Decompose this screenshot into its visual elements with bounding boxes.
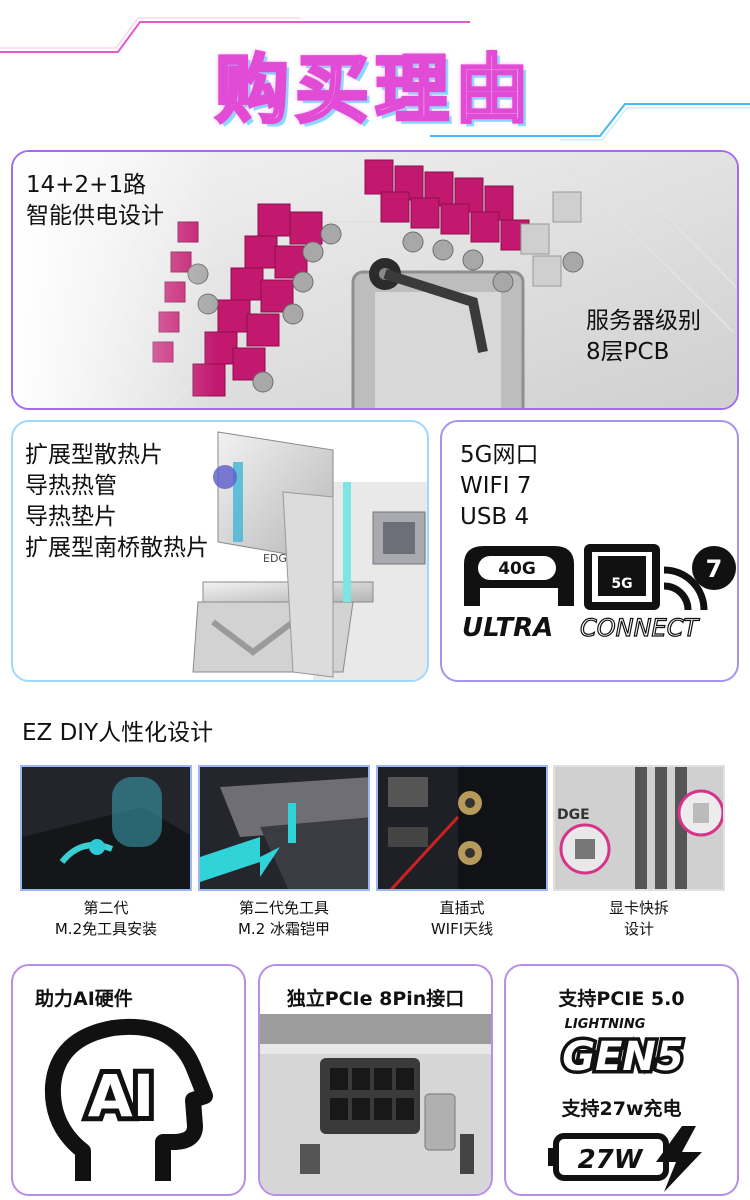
ultra-connect-logo: 40G 5G 7 ULTRA CONNECT: [462, 544, 736, 640]
charge-27w-badge: 27W: [548, 1126, 702, 1192]
page-title: 购买理由: [214, 46, 535, 135]
lightning-word: LIGHTNING: [565, 1017, 646, 1032]
heatsink-card: EDGE 扩展型散热片 导热热管 导热垫片 扩展型南桥散热片: [11, 420, 429, 682]
lightning-gen5-logo: LIGHTNING GEN5: [559, 1017, 687, 1080]
lightning-bolt-icon: [656, 1126, 702, 1192]
charge-27w-text: 27W: [578, 1145, 644, 1175]
charge-title: 支持27w充电: [561, 1098, 682, 1120]
ez-diy-title: EZ DIY人性化设计: [22, 720, 214, 746]
tile-caption-gpu-release: 显卡快拆设计: [608, 899, 669, 938]
connect-word: CONNECT: [580, 614, 700, 640]
wifi7-label: 7: [706, 555, 723, 583]
8pin-connector-image: [260, 1014, 491, 1194]
wifi-antenna-image: [378, 767, 546, 889]
lan-5g-label: 5G: [611, 576, 632, 592]
header: 购买理由: [0, 0, 750, 145]
connectivity-card: 5G网口 WIFI 7 USB 4 40G 5G 7 ULTRA CONNECT: [440, 420, 739, 682]
m2-install-image: [22, 767, 190, 889]
connectivity-feature-text: 5G网口 WIFI 7 USB 4: [460, 442, 539, 530]
tile-gpu-release: DGE: [553, 765, 725, 891]
ai-head-icon: AI: [44, 1018, 213, 1181]
ultra-word: ULTRA: [462, 613, 553, 640]
ai-logo-text: AI: [88, 1062, 154, 1130]
gpu-release-image: DGE: [555, 767, 723, 889]
power-delivery-card: 14+2+1路 智能供电设计 服务器级别 8层PCB: [11, 150, 739, 410]
tile-m2-toolfree: [20, 765, 192, 891]
header-decor-lines: [0, 17, 750, 141]
heatsink-feature-text: 扩展型散热片 导热热管 导热垫片 扩展型南桥散热片: [25, 442, 209, 561]
ai-card-title: 助力AI硬件: [35, 988, 133, 1010]
tile-m2-frozr: [198, 765, 370, 891]
pcie-card-title: 支持PCIE 5.0: [558, 988, 685, 1010]
pin-card-title: 独立PCIe 8Pin接口: [286, 988, 465, 1010]
tile-wifi-antenna: [376, 765, 548, 891]
gpu-edge-decal: DGE: [557, 807, 590, 823]
pcie-8pin-card: 独立PCIe 8Pin接口: [258, 964, 493, 1196]
ai-hardware-card: 助力AI硬件 AI: [11, 964, 246, 1196]
motherboard-illustration: [13, 152, 737, 408]
heatsink-illustration: EDGE: [192, 431, 427, 680]
gen5-word: GEN5: [562, 1034, 683, 1080]
m2-frozr-image: [200, 767, 368, 889]
pcb-layer-text: 服务器级别 8层PCB: [586, 308, 701, 365]
speed-40g-label: 40G: [498, 559, 536, 579]
power-phase-text: 14+2+1路 智能供电设计: [26, 172, 164, 229]
pcie5-card: 支持PCIE 5.0 LIGHTNING GEN5 支持27w充电 27W: [504, 964, 739, 1196]
